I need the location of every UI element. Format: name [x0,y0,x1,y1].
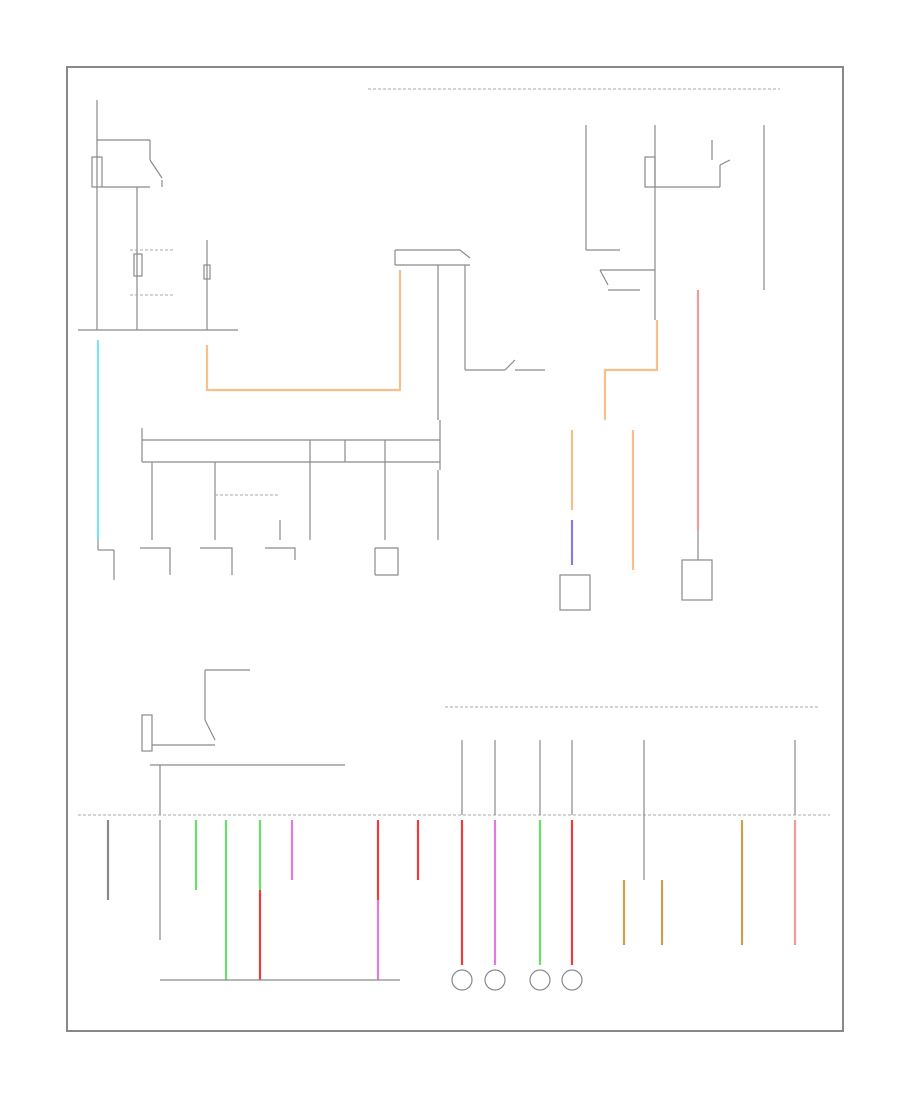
relay-bottom-left [141,669,345,815]
relay-top-left [91,100,175,330]
relay-center [394,249,545,420]
diagram-frame [66,66,844,1032]
fuse-top-left [203,240,211,330]
orange-wire-top [205,270,402,392]
middle-drops [151,440,439,540]
middle-bus [141,420,441,470]
orange-wire-right [603,320,659,420]
headlight-lamps [451,969,583,991]
middle-load-boxes [140,547,399,576]
bottom-wires [106,740,797,980]
relay-top-right [585,125,765,320]
right-connector-box [681,559,713,601]
mid-right-box [559,574,591,611]
